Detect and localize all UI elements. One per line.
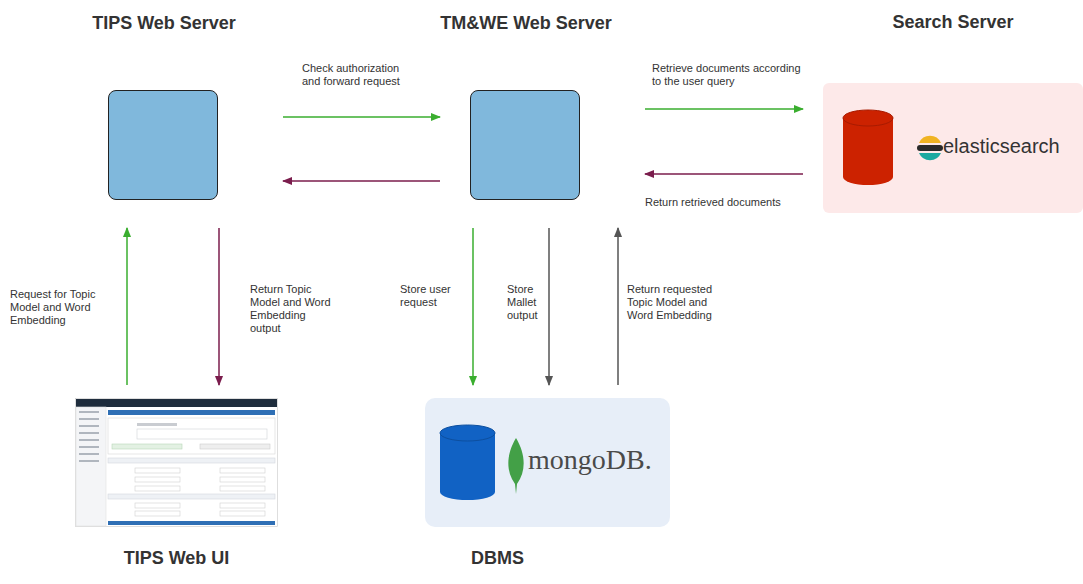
ui-screenshot: TIPS Web UI: [75, 398, 278, 527]
flow-arrow: [645, 173, 803, 175]
flow-arrow: [548, 228, 550, 385]
search-panel: Search Serverelasticsearch: [823, 83, 1083, 213]
node-title: Search Server: [892, 12, 1013, 33]
logo-text: mongoDB.: [528, 444, 652, 476]
screenshot-part: [79, 432, 99, 434]
flow-arrow: [645, 108, 803, 110]
database-cylinder: [440, 425, 495, 500]
database-cylinder: [843, 110, 893, 185]
node-title: TIPS Web UI: [124, 548, 230, 569]
flow-arrow: [472, 228, 474, 385]
screenshot-part: [108, 458, 275, 463]
screenshot-part: [79, 453, 99, 455]
screenshot-part: [108, 521, 275, 525]
screenshot-part: [112, 444, 182, 449]
screenshot-part: [220, 477, 265, 482]
screenshot-part: [76, 399, 278, 527]
screenshot-part: [108, 494, 275, 499]
flow-arrow: [617, 228, 619, 385]
flow-arrow: [283, 116, 440, 118]
screenshot-part: [79, 460, 99, 462]
screenshot-part: [137, 423, 177, 426]
screenshot-part: [76, 407, 106, 526]
edge-label: Return Topic Model and Word Embedding ou…: [250, 283, 338, 335]
screenshot-part: [79, 439, 99, 441]
screenshot-part: [79, 446, 99, 448]
flow-arrow: [283, 180, 440, 182]
edge-label: Check authorization and forward request: [302, 62, 412, 88]
node-title: TIPS Web Server: [92, 13, 236, 34]
node-title: TM&WE Web Server: [440, 13, 612, 34]
dbms-panel: DBMSmongoDB.: [425, 398, 670, 527]
edge-label: Return retrieved documents: [645, 196, 795, 209]
node-title: DBMS: [471, 548, 524, 569]
screenshot-part: [108, 410, 275, 415]
flow-arrow: [126, 228, 128, 385]
screenshot-part: [135, 477, 180, 482]
screenshot-part: [76, 399, 277, 407]
edge-label: Store user request: [400, 283, 460, 309]
screenshot-part: [220, 511, 265, 516]
ui-illustration: [75, 398, 278, 527]
edge-label: Request for Topic Model and Word Embeddi…: [10, 288, 102, 327]
logo-part: [919, 136, 941, 143]
edge-label: Retrieve documents according to the user…: [652, 62, 807, 88]
screenshot-part: [79, 411, 99, 413]
edge-label: Store Mallet output: [507, 283, 545, 322]
logo-part: [919, 153, 941, 160]
screenshot-part: [135, 511, 180, 516]
screenshot-part: [108, 418, 275, 454]
cylinder-body: [440, 433, 495, 500]
mongo-leaf: [508, 438, 523, 494]
flow-arrow: [218, 228, 220, 385]
cylinder-body: [843, 118, 893, 185]
screenshot-part: [79, 418, 99, 420]
logo-part: [917, 145, 943, 151]
screenshot-part: [137, 429, 267, 439]
server-box: TM&WE Web Server: [470, 90, 580, 200]
server-box: TIPS Web Server: [108, 90, 218, 200]
screenshot-part: [220, 468, 265, 473]
elastic-logo: [917, 136, 943, 160]
edge-label: Return requested Topic Model and Word Em…: [627, 283, 727, 322]
cylinder-top: [843, 110, 893, 126]
screenshot: [76, 399, 278, 527]
screenshot-part: [135, 468, 180, 473]
screenshot-part: [220, 503, 265, 508]
screenshot-part: [200, 444, 270, 449]
screenshot-part: [220, 486, 265, 491]
screenshot-part: [79, 425, 99, 427]
logo-text: elasticsearch: [943, 135, 1060, 158]
screenshot-part: [135, 503, 180, 508]
cylinder-top: [440, 425, 495, 441]
screenshot-part: [135, 486, 180, 491]
